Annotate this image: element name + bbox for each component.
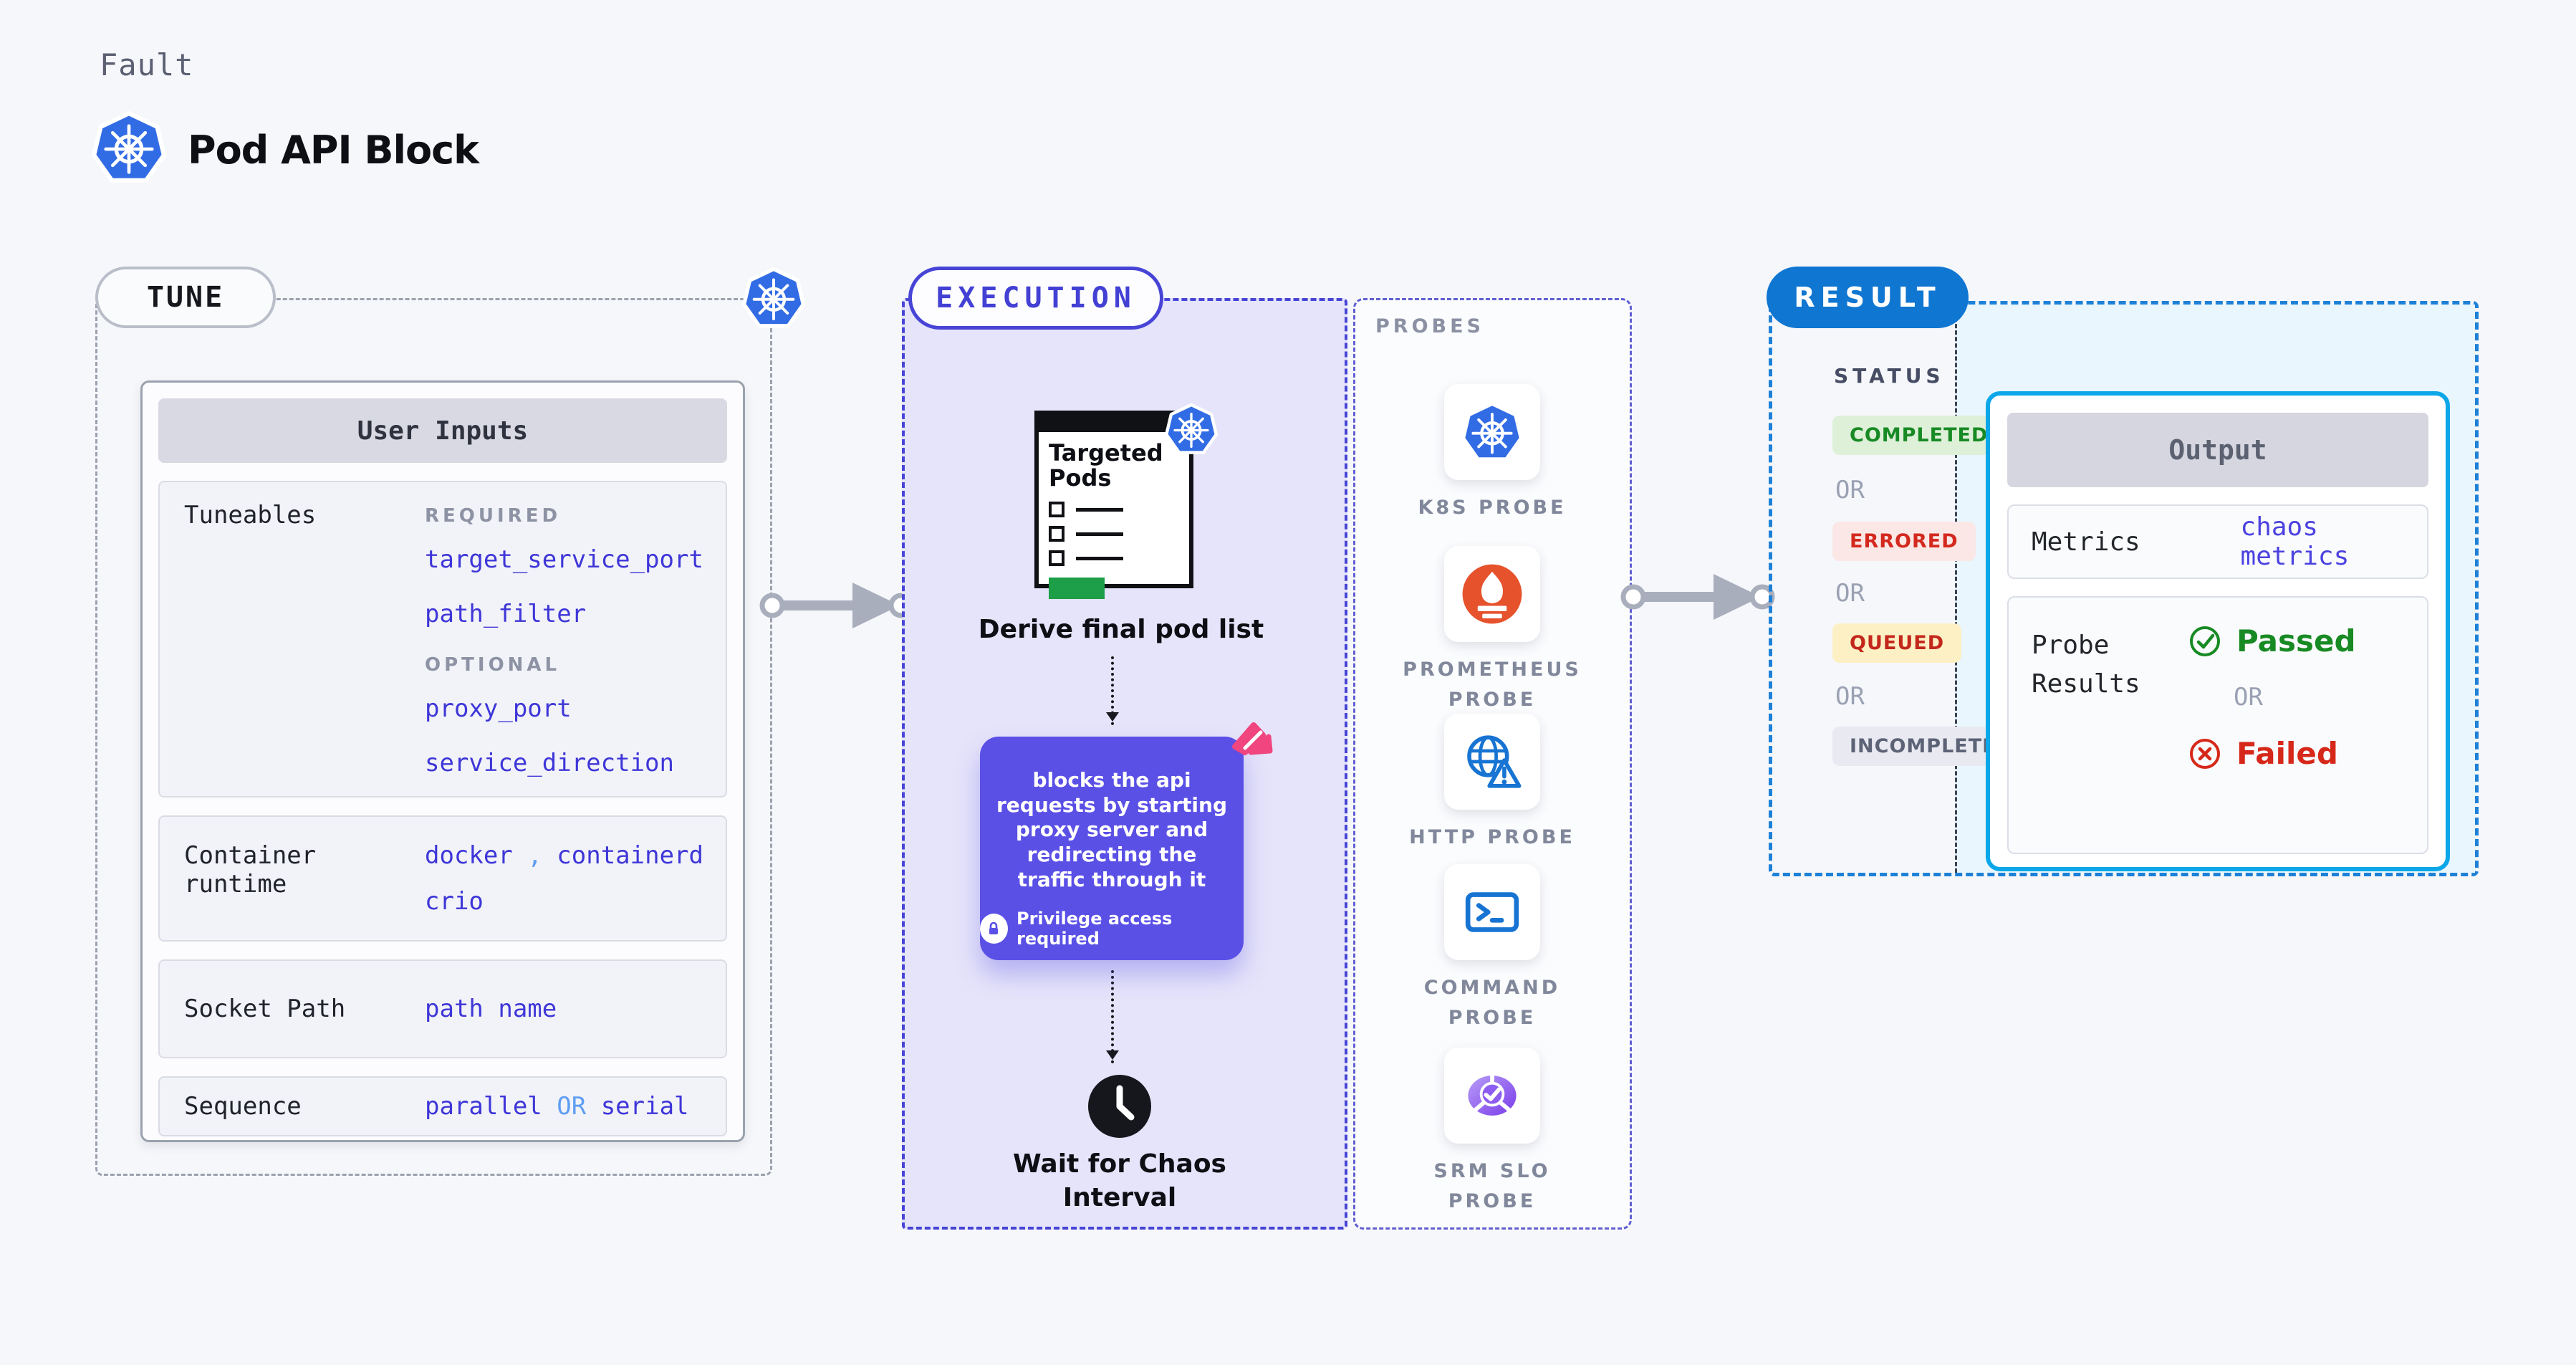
tuneables-values: REQUIRED target_service_port path_filter…	[425, 501, 703, 777]
probe-label: COMMAND PROBE	[1423, 977, 1561, 1029]
result-divider	[1955, 305, 1957, 873]
probes-title: PROBES	[1375, 315, 1485, 337]
execution-to-result-arrow	[1619, 567, 1777, 627]
kubernetes-icon	[1461, 400, 1523, 464]
probe-label: SRM SLO PROBE	[1433, 1160, 1551, 1212]
checkbox-icon	[1049, 526, 1064, 542]
clock-icon	[1088, 1075, 1151, 1138]
socket-path-label: Socket Path	[184, 995, 346, 1023]
metrics-row: Metrics chaos metrics	[2007, 504, 2428, 579]
tuneable-value: service_direction	[425, 749, 674, 777]
container-runtime-values: docker , containerd crio	[425, 841, 703, 916]
x-circle-icon	[2190, 738, 2220, 769]
tuneable-value: target_service_port	[425, 545, 703, 574]
pod-list-item	[1049, 502, 1189, 518]
status-title: STATUS	[1834, 364, 1945, 388]
container-runtime-row: Container runtime docker , containerd cr…	[158, 815, 727, 942]
tuneable-value: proxy_port	[425, 694, 572, 723]
targeted-pods-document: Targeted Pods	[1034, 411, 1193, 600]
output-title: Output	[2007, 413, 2428, 487]
targeted-pods-title: Targeted Pods	[1049, 439, 1163, 492]
user-inputs-card: User Inputs Tuneables REQUIRED target_se…	[140, 380, 745, 1142]
container-runtime-label: Container runtime	[184, 841, 317, 899]
flow-dotted-arrow	[1106, 656, 1119, 725]
fault-kicker: Fault	[100, 47, 194, 82]
socket-path-value: path name	[425, 995, 557, 1023]
derive-final-pod-list-label: Derive final pod list	[978, 615, 1264, 644]
status-badge-queued: QUEUED	[1832, 623, 1962, 663]
socket-path-row: Socket Path path name	[158, 959, 727, 1058]
list-line	[1076, 507, 1123, 512]
passed-result: Passed	[2188, 623, 2356, 658]
kubernetes-icon	[92, 109, 166, 186]
probe-label: HTTP PROBE	[1409, 826, 1575, 848]
required-caption: REQUIRED	[425, 505, 562, 527]
srm-slo-probe-card	[1444, 1048, 1540, 1144]
kubernetes-icon	[742, 265, 805, 331]
tune-badge: TUNE	[95, 267, 276, 328]
or-label: OR	[1835, 682, 1865, 711]
probe-results-values: Passed OR Failed	[2188, 623, 2356, 771]
flow-dotted-arrow	[1106, 970, 1119, 1063]
list-line	[1076, 556, 1123, 560]
tuneables-label: Tuneables	[184, 501, 317, 530]
k8s-probe-card	[1444, 384, 1540, 480]
chaos-mark-icon	[1232, 722, 1273, 755]
privilege-note: Privilege access required	[980, 909, 1244, 949]
kubernetes-icon	[1165, 401, 1218, 457]
failed-result: Failed	[2188, 736, 2356, 771]
lock-icon	[980, 914, 1008, 944]
tuneables-row: Tuneables REQUIRED target_service_port p…	[158, 481, 727, 798]
list-line	[1076, 532, 1123, 536]
wait-for-chaos-interval-label: Wait for Chaos Interval	[1013, 1149, 1226, 1212]
sequence-row: Sequence parallel OR serial	[158, 1076, 727, 1136]
or-label: OR	[1835, 476, 1865, 504]
checkbox-icon	[1049, 502, 1064, 518]
tune-to-execution-arrow	[758, 575, 915, 636]
document-titlebar	[1039, 415, 1189, 432]
sequence-label: Sequence	[184, 1092, 302, 1121]
fault-action-box: blocks the api requests by starting prox…	[980, 737, 1244, 960]
probe-label: PROMETHEUS PROBE	[1403, 658, 1582, 711]
metrics-value: chaos metrics	[2240, 512, 2350, 571]
checkbox-icon	[1049, 550, 1064, 567]
probe-results-row: Probe Results Passed OR Failed	[2007, 596, 2428, 854]
fault-action-text: blocks the api requests by starting prox…	[996, 768, 1227, 891]
or-label: OR	[1835, 579, 1865, 608]
status-badge-completed: COMPLETED	[1832, 416, 2006, 455]
execution-badge: EXECUTION	[908, 267, 1163, 330]
probe-results-label: Probe Results	[2032, 631, 2140, 699]
check-circle-icon	[2190, 626, 2220, 656]
output-card: Output Metrics chaos metrics Probe Resul…	[1986, 391, 2450, 871]
optional-caption: OPTIONAL	[425, 654, 561, 676]
prometheus-probe-card	[1444, 546, 1540, 642]
prometheus-icon	[1462, 564, 1522, 624]
or-label: OR	[2234, 683, 2263, 712]
tune-panel	[95, 298, 772, 1176]
result-badge: RESULT	[1767, 267, 1969, 328]
status-badge-errored: ERRORED	[1832, 522, 1976, 561]
http-globe-warning-icon	[1467, 735, 1522, 788]
pod-list-item	[1049, 550, 1189, 567]
sequence-value: parallel OR serial	[425, 1092, 689, 1121]
tuneable-value: path_filter	[425, 600, 587, 628]
command-probe-card	[1444, 864, 1540, 960]
http-probe-card	[1444, 714, 1540, 810]
pod-list-item	[1049, 526, 1189, 542]
terminal-icon	[1465, 892, 1519, 932]
user-inputs-title: User Inputs	[158, 398, 727, 463]
srm-gauge-icon	[1468, 1073, 1517, 1116]
metrics-label: Metrics	[2032, 527, 2140, 557]
progress-bar	[1049, 578, 1105, 600]
probe-label: K8S PROBE	[1418, 497, 1567, 519]
page-title: Pod API Block	[188, 128, 479, 173]
